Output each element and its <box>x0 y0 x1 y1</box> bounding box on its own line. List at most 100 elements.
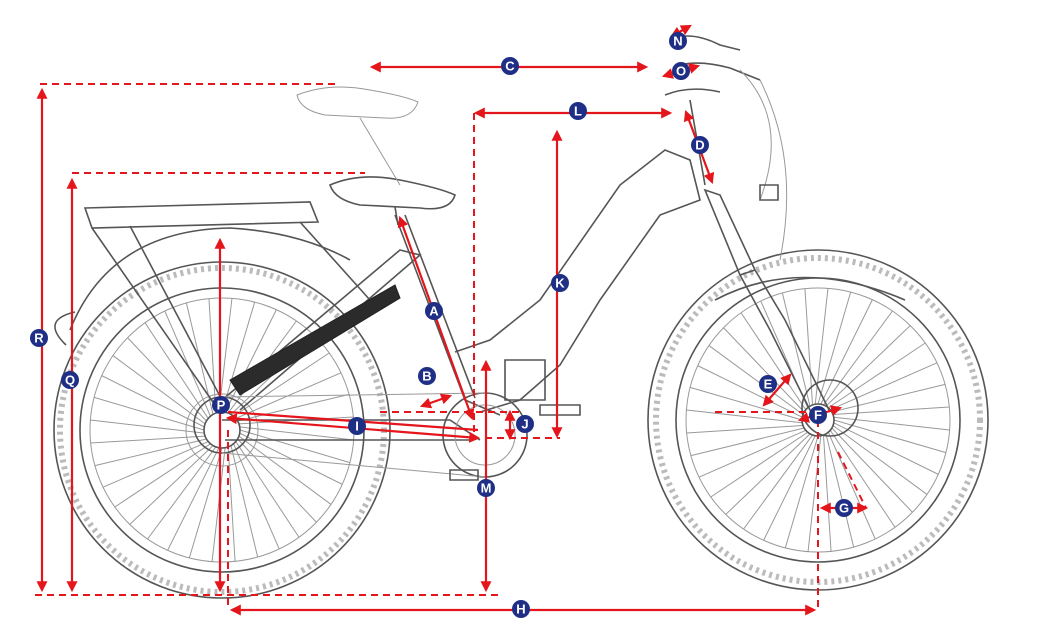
spoke <box>833 406 950 416</box>
svg-text:J: J <box>521 417 528 432</box>
svg-text:P: P <box>217 398 226 413</box>
svg-text:R: R <box>34 331 44 346</box>
spoke <box>708 345 804 415</box>
spoke <box>233 352 330 417</box>
spoke <box>235 441 300 538</box>
spoke <box>689 386 803 421</box>
spoke <box>740 312 807 410</box>
spoke <box>831 427 913 513</box>
rear-fender <box>69 227 351 331</box>
spoke <box>221 301 256 413</box>
svg-text:D: D <box>695 138 704 153</box>
spoke <box>129 445 214 525</box>
spoke <box>239 429 351 464</box>
svg-text:L: L <box>574 104 582 119</box>
svg-text:N: N <box>673 34 682 49</box>
spoke <box>833 416 950 431</box>
spoke <box>710 431 808 498</box>
marker-g: G <box>835 499 853 517</box>
svg-text:C: C <box>505 59 515 74</box>
spoke <box>725 433 811 515</box>
spoke <box>698 429 806 478</box>
front-fender <box>714 276 906 301</box>
spoke <box>829 430 896 528</box>
saddle-lowered <box>329 176 456 226</box>
spoke <box>101 375 205 428</box>
dim-g-guide <box>837 451 867 509</box>
svg-text:B: B <box>422 369 431 384</box>
spoke <box>188 447 223 559</box>
spoke <box>830 362 938 411</box>
spoke <box>230 445 259 558</box>
spoke <box>784 435 819 549</box>
svg-text:K: K <box>555 276 565 291</box>
svg-text:G: G <box>839 501 849 516</box>
spoke <box>743 434 813 530</box>
svg-text:H: H <box>516 602 525 617</box>
spoke <box>807 435 822 552</box>
spoke <box>804 288 814 405</box>
spoke <box>112 355 206 425</box>
spoke <box>828 342 926 409</box>
spoke <box>167 447 220 551</box>
spoke <box>825 325 911 407</box>
spoke <box>144 322 209 419</box>
spoke <box>833 422 939 475</box>
spoke <box>238 435 332 505</box>
saddle-raised <box>296 86 419 186</box>
marker-b: B <box>418 367 436 385</box>
spoke <box>817 291 852 405</box>
spoke <box>823 310 893 406</box>
fork <box>703 188 831 421</box>
marker-l: L <box>569 102 587 120</box>
svg-text:F: F <box>814 408 822 423</box>
spoke <box>239 432 343 485</box>
spoke <box>164 310 211 417</box>
svg-text:E: E <box>764 377 773 392</box>
spoke <box>831 383 946 413</box>
rear-rack <box>83 201 371 406</box>
marker-a: A <box>425 302 443 320</box>
dimension-markers: A B C D E F G H I J K L M N O P Q R <box>30 32 853 618</box>
spoke <box>127 337 207 422</box>
marker-m: M <box>477 479 495 497</box>
spoke <box>237 438 317 523</box>
spoke <box>781 292 811 407</box>
spoke <box>686 409 803 424</box>
marker-i: I <box>348 417 366 435</box>
marker-j: J <box>516 415 534 433</box>
spoke <box>697 365 803 418</box>
spoke <box>820 299 873 405</box>
marker-e: E <box>759 375 777 393</box>
spoke <box>822 435 832 552</box>
spoke <box>825 433 855 548</box>
marker-p: P <box>212 396 230 414</box>
spoke <box>832 425 928 495</box>
spoke <box>102 441 209 488</box>
marker-r: R <box>30 329 48 347</box>
marker-f: F <box>809 406 827 424</box>
frame <box>221 149 701 441</box>
drivetrain <box>193 392 581 481</box>
marker-n: N <box>669 32 687 50</box>
spoke <box>114 443 211 508</box>
svg-text:O: O <box>676 64 686 79</box>
spoke <box>233 443 280 550</box>
spoke <box>93 396 205 431</box>
spoke <box>90 435 206 444</box>
spoke <box>94 438 207 467</box>
marker-q: Q <box>61 371 79 389</box>
marker-c: C <box>501 57 519 75</box>
spoke <box>147 446 217 540</box>
rear-wheel <box>53 261 391 599</box>
svg-text:I: I <box>355 419 359 434</box>
spoke <box>763 435 816 541</box>
svg-text:Q: Q <box>65 373 75 388</box>
spoke <box>227 446 236 562</box>
marker-o: O <box>672 62 690 80</box>
dim-b-line <box>419 393 453 409</box>
marker-k: K <box>551 274 569 292</box>
spoke <box>686 424 803 434</box>
